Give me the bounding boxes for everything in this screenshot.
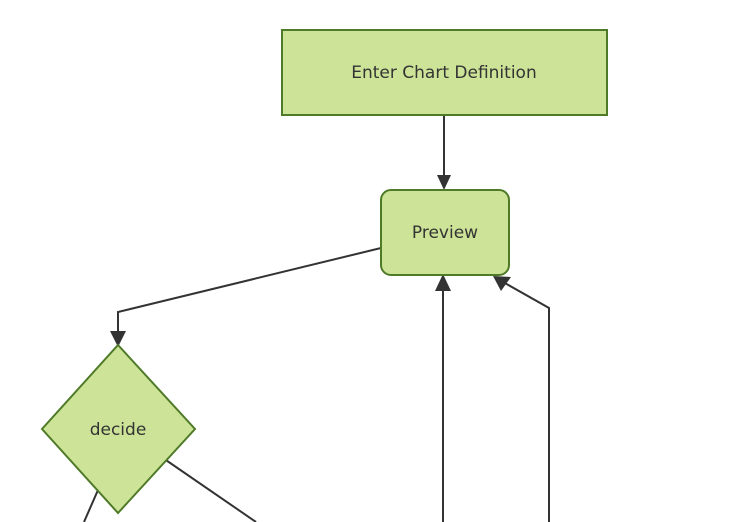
node-preview-label: Preview — [412, 223, 478, 243]
arrowhead-up-into-preview-right — [493, 276, 511, 291]
node-preview[interactable]: Preview — [380, 189, 510, 276]
arrowhead-up-into-preview-left — [435, 274, 451, 291]
edge-group — [83, 115, 550, 522]
edge-decide-to-below-right — [159, 455, 257, 522]
node-enter-chart-definition[interactable]: Enter Chart Definition — [281, 29, 608, 116]
node-enter-chart-definition-label: Enter Chart Definition — [351, 63, 536, 83]
node-decide[interactable]: decide — [40, 343, 197, 515]
edge-return-right-into-preview — [502, 281, 550, 522]
node-enter-chart-definition-shape[interactable] — [281, 29, 608, 116]
arrowhead-down-into-preview — [437, 175, 451, 190]
arrowhead-down-into-decide — [110, 331, 126, 347]
node-decide-shape[interactable] — [40, 343, 197, 515]
node-preview-shape[interactable] — [380, 189, 510, 276]
edge-preview-to-decide — [117, 247, 382, 336]
node-decide-label: decide — [90, 420, 147, 440]
